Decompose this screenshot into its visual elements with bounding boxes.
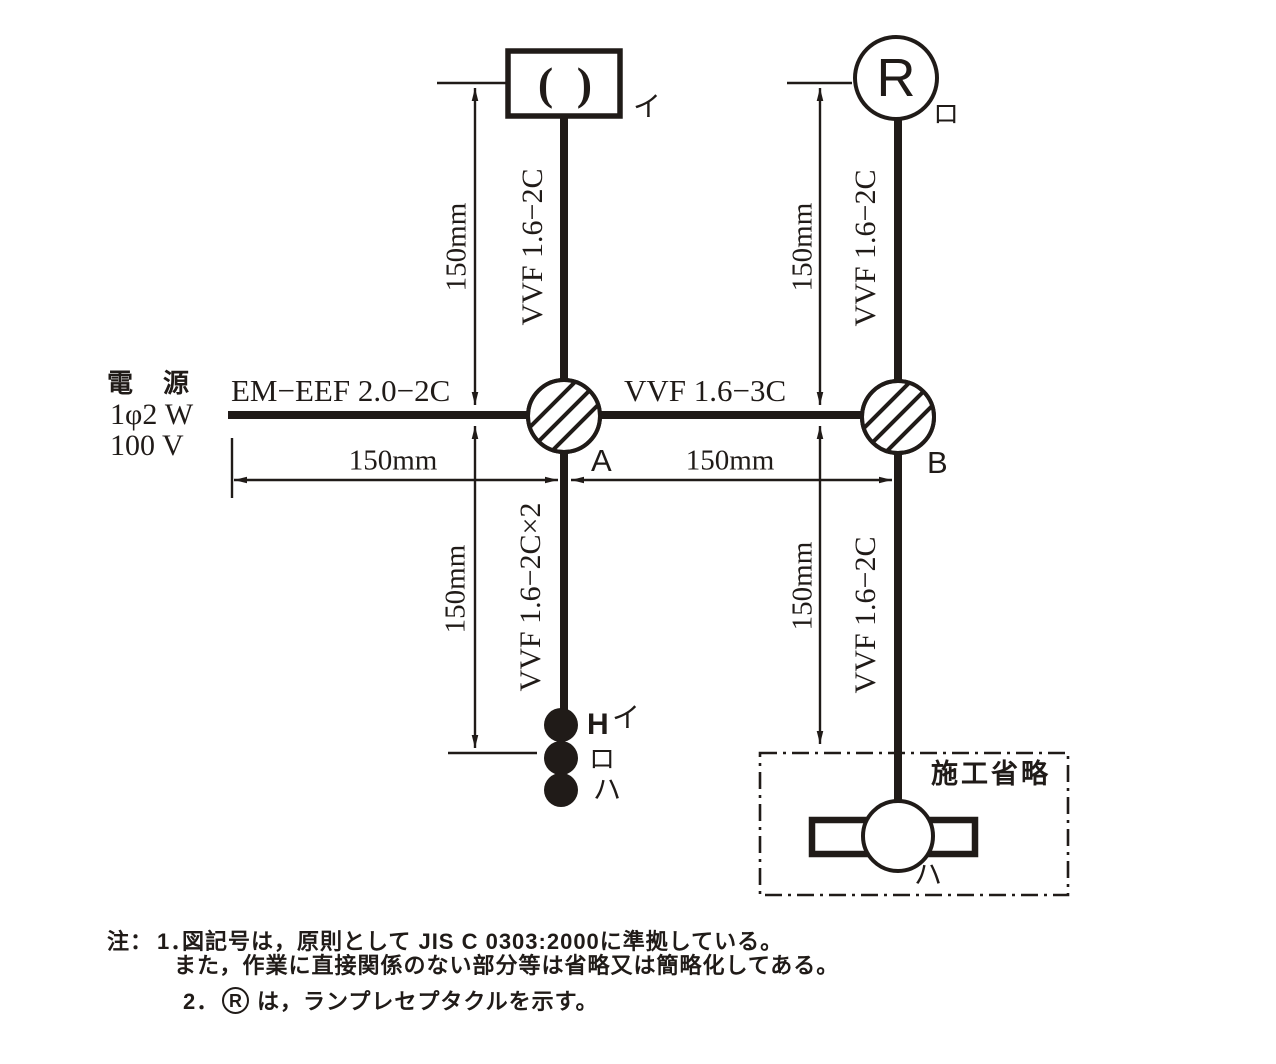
switch-ha-label: ハ [593,774,622,805]
receptacle-circuit-label: ロ [933,99,960,129]
cable-label-b-down: VVF 1.6−2C [849,536,882,694]
ceiling-rose-icon: ( ) [505,48,623,119]
cable-label-a-up: VVF 1.6−2C [516,168,549,326]
switch-i-label: イ [612,702,641,733]
switch-i-icon [544,708,578,742]
cable-label-a-to-b: VVF 1.6−3C [624,373,787,408]
cable-label-source: EM−EEF 2.0−2C [231,373,451,408]
fluorescent-light-icon [808,799,979,873]
dim-label-right-lower: 150mm [786,541,819,631]
omission-boundary-box [758,751,1070,897]
lamp-receptacle-letter: R [877,48,916,108]
note-1-number: 1． [157,929,194,954]
switch-ro-icon [544,741,578,775]
note-2-number: 2． [183,989,220,1014]
junction-box-b-label: B [927,445,948,480]
omission-label: 施工省略 [931,759,1051,789]
dim-label-source-to-a: 150mm [348,444,438,477]
dimension-lines [230,81,892,755]
switch-group-icon [544,708,578,807]
note-prefix: 注： [107,929,154,954]
note-1-line-1: 図記号は，原則として JIS C 0303:2000に準拠している。 [182,929,784,954]
cable-label-a-down: VVF 1.6−2C×2 [514,502,547,692]
junction-box-a-label: A [591,443,612,478]
note-2-text: は，ランプレセプタクルを示す。 [257,989,599,1014]
note-2-receptacle-symbol-icon: R [222,987,249,1014]
power-voltage-label: 100 V [110,429,184,462]
power-phase-label: 1φ2 W [110,398,194,431]
ceiling-rose-circuit-label: イ [633,91,662,122]
lamp-receptacle-icon: R [853,35,939,121]
switch-h-label: H [587,708,609,741]
dim-label-left-lower: 150mm [439,544,472,634]
dim-label-a-to-b: 150mm [685,444,775,477]
power-source-label: 電 源 [107,368,192,398]
dim-label-right-upper: 150mm [786,202,819,292]
switch-ha-icon [544,773,578,807]
fluorescent-circuit-label: ハ [914,859,943,890]
note-1-line-2: また，作業に直接関係のない部分等は省略又は簡略化してある。 [174,953,840,978]
switch-ro-label: ロ [589,744,616,774]
ceiling-rose-glyph: ( ) [538,58,598,109]
cable-label-b-up: VVF 1.6−2C [849,169,882,327]
dim-label-left-upper: 150mm [440,202,473,292]
